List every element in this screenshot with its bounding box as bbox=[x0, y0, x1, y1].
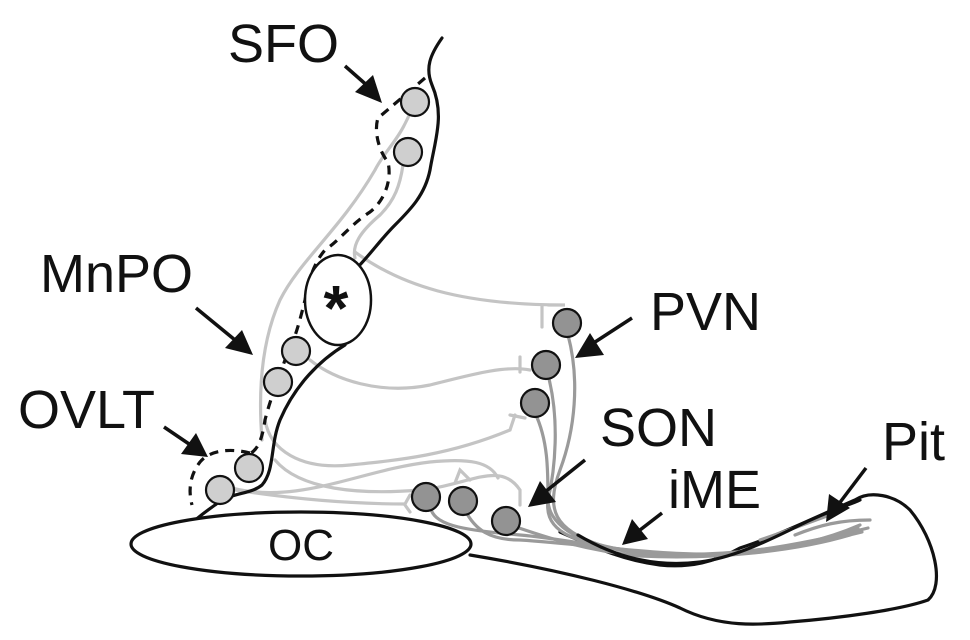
ovlt-callout: OVLT bbox=[18, 380, 208, 457]
sfo-mnpo-dashed-line bbox=[247, 76, 427, 457]
pvn-cell bbox=[551, 307, 583, 339]
lamina-terminalis-wall bbox=[188, 343, 347, 527]
ime-arrowhead bbox=[622, 519, 648, 545]
brain-outline bbox=[188, 36, 939, 626]
sfo-pvn-fiber bbox=[353, 250, 566, 307]
pvn-label: PVN bbox=[650, 282, 761, 342]
oc-label: OC bbox=[268, 521, 334, 570]
sfo-cells bbox=[392, 86, 431, 168]
pit-callout: Pit bbox=[826, 412, 945, 522]
ventricle-wall bbox=[353, 36, 444, 272]
son-terminal-2 bbox=[403, 503, 412, 514]
son-callout: SON bbox=[528, 398, 717, 507]
son-cell bbox=[447, 485, 479, 517]
ovlt-dashed-line bbox=[188, 448, 251, 506]
ovlt-son-fiber-2 bbox=[230, 458, 500, 495]
lt-outer-fiber bbox=[258, 106, 414, 442]
optic-chiasm bbox=[129, 510, 473, 578]
son-arrow bbox=[543, 458, 587, 494]
ovlt-son-fiber-3 bbox=[233, 488, 412, 506]
ime-arrow bbox=[638, 511, 664, 532]
pvn-cell bbox=[530, 349, 562, 381]
sfo-cell bbox=[392, 136, 424, 168]
efferent-fibers bbox=[428, 333, 872, 559]
asterisk-region bbox=[303, 253, 373, 347]
ovlt-cell bbox=[233, 452, 265, 484]
ovlt-arrow bbox=[163, 425, 193, 448]
ovlt-cell bbox=[204, 474, 236, 506]
ime-axon-branch-2 bbox=[793, 518, 872, 537]
mnpo-callout: MnPO bbox=[40, 244, 253, 355]
ovlt-label: OVLT bbox=[18, 380, 155, 440]
ovlt-arrowhead bbox=[181, 433, 208, 457]
son-terminal-1 bbox=[453, 467, 472, 485]
mnpo-cells bbox=[262, 335, 312, 398]
son-cell bbox=[410, 481, 442, 513]
mnpo-cell bbox=[280, 335, 312, 367]
mnpo-arrow bbox=[194, 306, 237, 342]
son-label: SON bbox=[600, 398, 717, 458]
son-cell bbox=[490, 505, 522, 537]
mnpo-label: MnPO bbox=[40, 244, 193, 304]
son-axon-3 bbox=[508, 523, 852, 559]
pit-label: Pit bbox=[882, 412, 945, 472]
pvn-callout: PVN bbox=[575, 282, 761, 358]
mnpo-pvn-fiber bbox=[308, 358, 532, 390]
ime-callout: iME bbox=[622, 460, 761, 545]
circumventricular-dashed-boundary bbox=[188, 76, 427, 506]
pvn-arrow bbox=[591, 316, 633, 346]
sfo-label: SFO bbox=[228, 14, 339, 74]
son-arrowhead bbox=[528, 481, 556, 507]
lt-pvn-fiber bbox=[263, 413, 517, 468]
pvn-cell bbox=[519, 387, 551, 419]
sfo-cell bbox=[399, 86, 431, 118]
pvn-arrowhead bbox=[575, 333, 604, 358]
sfo-descending-fiber bbox=[352, 163, 405, 260]
infundibulum-outline bbox=[468, 493, 939, 626]
afferent-fibers bbox=[230, 106, 566, 514]
mnpo-arrowhead bbox=[225, 330, 253, 355]
pit-arrow bbox=[836, 466, 868, 507]
mnpo-cell bbox=[262, 366, 294, 398]
ime-label: iME bbox=[668, 460, 761, 520]
pit-arrowhead bbox=[826, 494, 850, 522]
son-cells bbox=[410, 481, 522, 537]
ovlt-cells bbox=[204, 452, 265, 506]
pvn-cells bbox=[519, 307, 583, 419]
pvn-terminal-3 bbox=[508, 413, 527, 420]
sfo-arrowhead bbox=[355, 75, 382, 103]
sfo-callout: SFO bbox=[228, 14, 382, 103]
asterisk-mark: * bbox=[324, 272, 349, 344]
